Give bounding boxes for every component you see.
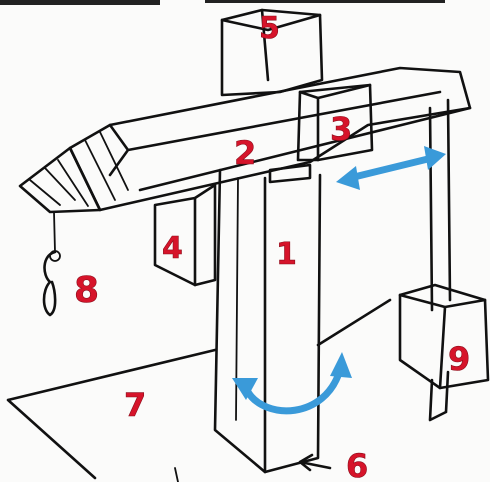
floor-slab xyxy=(6,298,392,482)
right-support-post xyxy=(428,98,452,422)
label-column: 1 xyxy=(276,237,297,272)
label-top-block: 5 xyxy=(259,11,280,46)
label-hook: 8 xyxy=(74,270,99,311)
label-carriage: 3 xyxy=(330,110,352,148)
label-base-pointer: 6 xyxy=(346,447,368,482)
scan-edge-marks xyxy=(0,0,445,5)
right-box xyxy=(398,283,490,390)
horizontal-travel-arrow xyxy=(336,146,446,190)
hook xyxy=(42,211,61,317)
label-right-box: 9 xyxy=(448,340,470,378)
label-floor: 7 xyxy=(124,386,146,424)
main-beam xyxy=(18,66,472,214)
main-column xyxy=(213,168,322,474)
rotation-arrow xyxy=(232,352,352,415)
base-pointer-arrow xyxy=(298,453,332,472)
label-beam: 2 xyxy=(234,134,256,172)
counterweight xyxy=(153,183,217,287)
top-block xyxy=(220,8,324,97)
carriage xyxy=(268,83,374,184)
label-counterweight: 4 xyxy=(162,231,183,266)
